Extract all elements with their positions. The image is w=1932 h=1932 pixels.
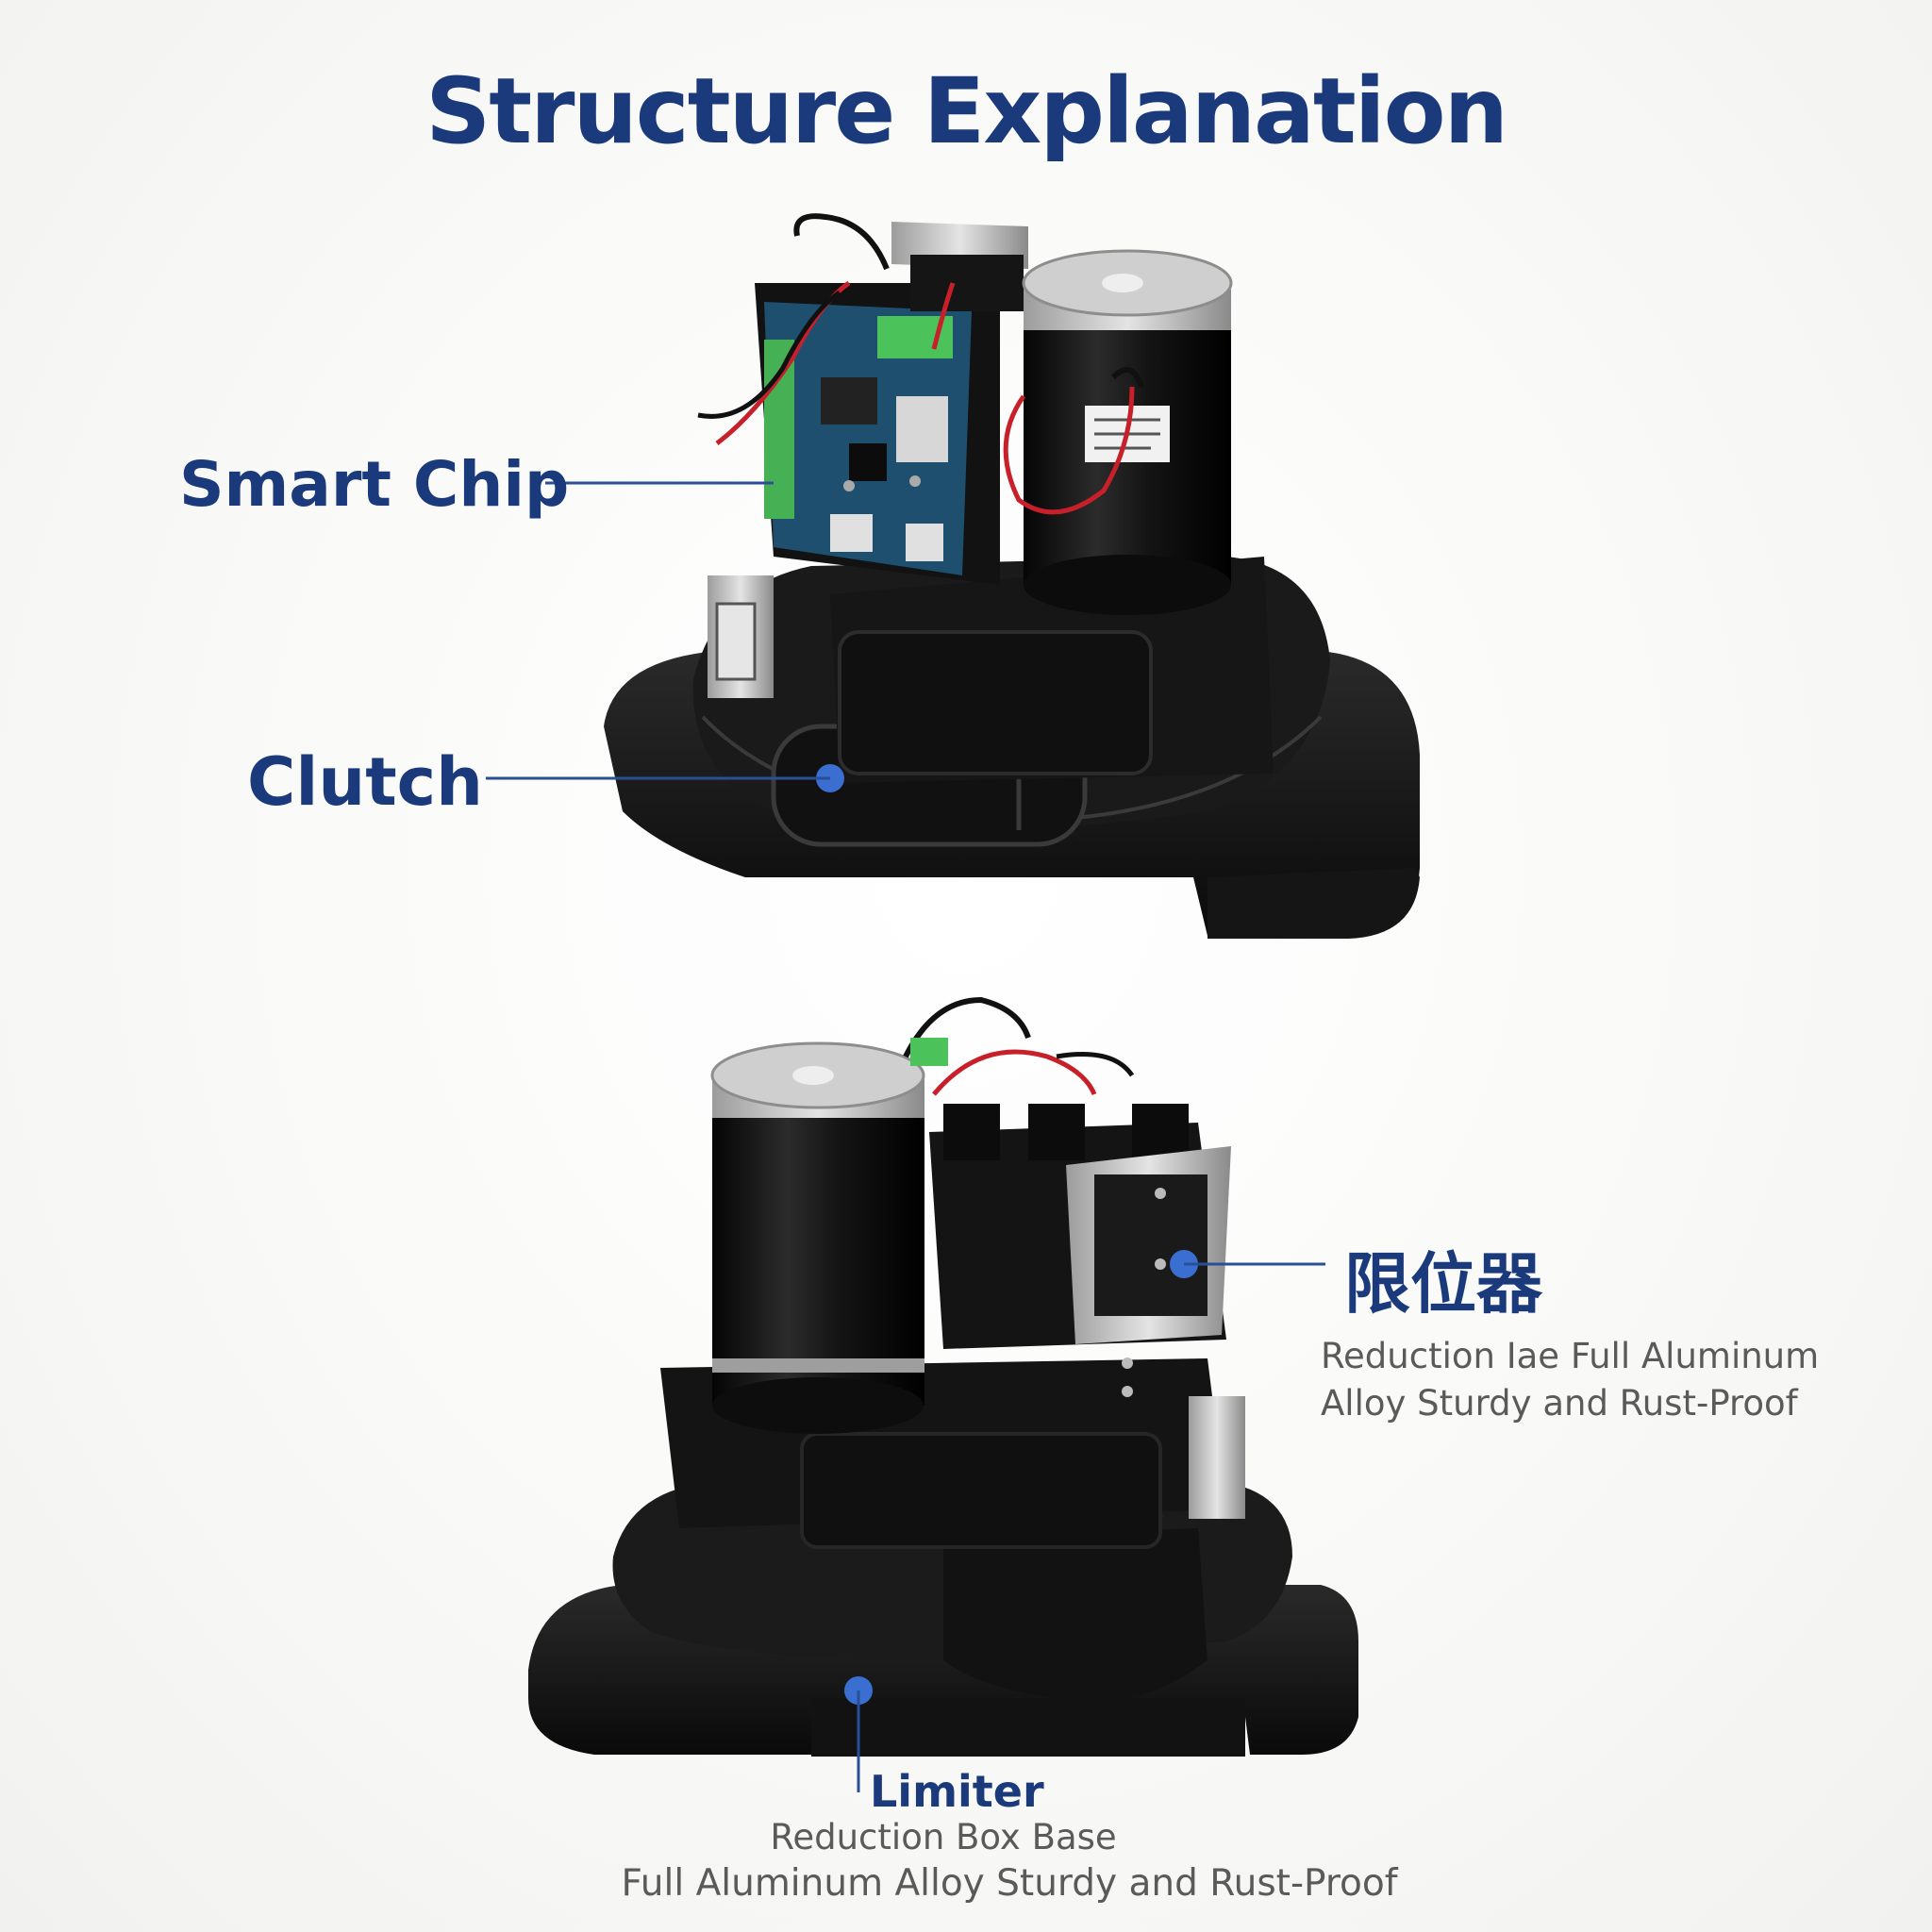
smart-chip-label: Smart Chip (179, 448, 570, 521)
limiter-cn-description-line1: Reduction Iae Full Aluminum (1321, 1336, 1820, 1376)
top-opener-unit (604, 213, 1420, 939)
limiter-label: Limiter (870, 1766, 1044, 1817)
bottom-opener-unit (528, 996, 1358, 1757)
limiter-description-line2: Full Aluminum Alloy Sturdy and Rust-Proo… (621, 1862, 1398, 1905)
clutch-label: Clutch (247, 743, 483, 821)
page-title: Structure Explanation (425, 58, 1508, 164)
limiter-description-line1: Reduction Box Base (770, 1817, 1117, 1857)
limiter-cn-description-line2: Alloy Sturdy and Rust-Proof (1321, 1383, 1798, 1424)
limiter-cn-label: 限位器 (1344, 1245, 1542, 1323)
